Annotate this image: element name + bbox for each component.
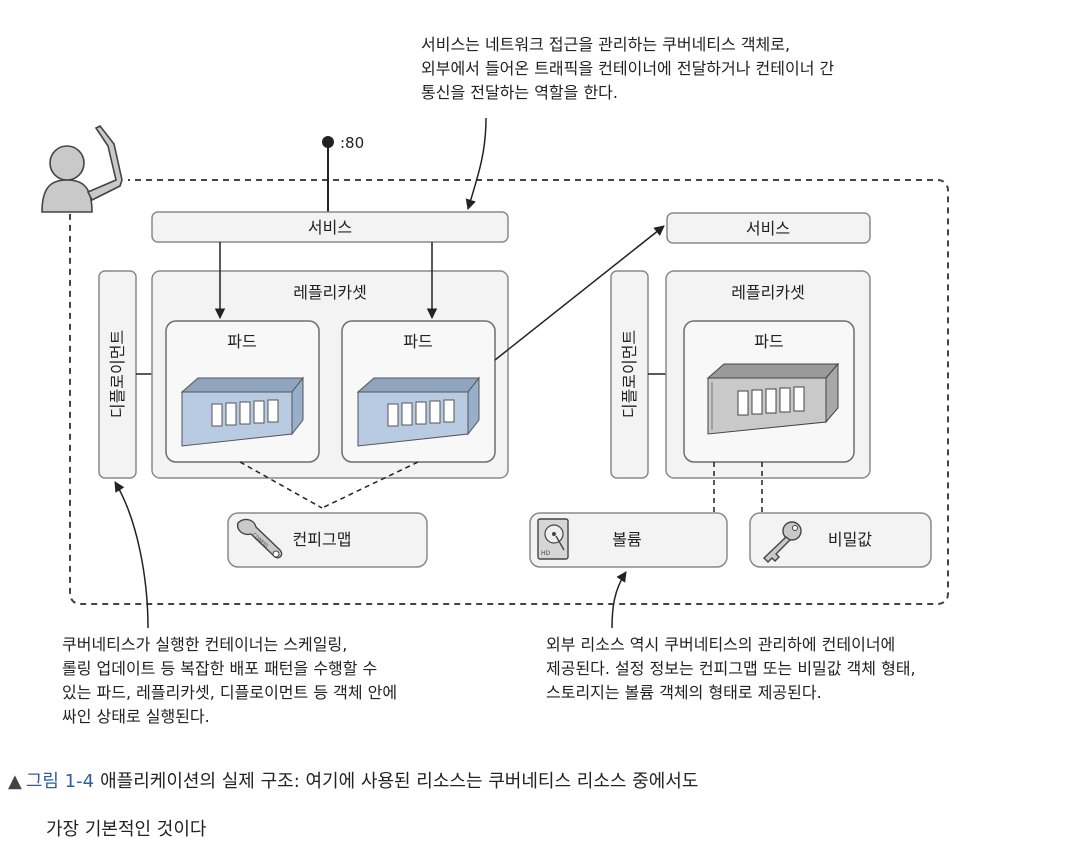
hard-drive-icon: HD xyxy=(537,518,569,560)
caption-continuation: 가장 기본적인 것이다 xyxy=(46,819,207,840)
configmap-label: 컨피그맵 xyxy=(293,530,352,549)
container-icon-2 xyxy=(356,376,481,447)
service-box-left xyxy=(151,211,509,243)
deployment-label-right: 디플로이먼트 xyxy=(620,330,639,418)
caption-text: 애플리케이션의 실제 구조: 여기에 사용된 리소스는 쿠버네티스 리소스 중에… xyxy=(100,771,699,792)
service-box-right xyxy=(666,212,871,244)
pod-to-service-arrow xyxy=(494,225,665,361)
right-note-arrow xyxy=(611,571,627,629)
volume-icon-text: HD xyxy=(541,550,551,557)
volume-label: 볼륨 xyxy=(612,530,641,549)
service-label-right: 서비스 xyxy=(746,219,790,238)
service-description-note: 서비스는 네트워크 접근을 관리하는 쿠버네티스 객체로, 외부에서 들어온 트… xyxy=(421,35,835,102)
container-icon-1 xyxy=(180,376,305,447)
pod-label-2: 파드 xyxy=(403,332,432,351)
caption-triangle-icon: ▲ xyxy=(8,771,22,792)
port-indicator: :80 xyxy=(322,134,364,212)
port-label: :80 xyxy=(340,134,364,152)
secret-label: 비밀값 xyxy=(828,530,872,549)
replicaset-label-left: 레플리카셋 xyxy=(293,283,367,302)
replicaset-label-right: 레플리카셋 xyxy=(731,283,805,302)
service-label-left: 서비스 xyxy=(308,218,352,237)
left-note-arrow xyxy=(114,481,149,629)
deployment-label-left: 디플로이먼트 xyxy=(108,330,127,418)
user-icon xyxy=(38,122,128,214)
pod-label-1: 파드 xyxy=(227,332,256,351)
volume-box xyxy=(529,512,728,568)
container-wrapping-note: 쿠버네티스가 실행한 컨테이너는 스케일링, 롤링 업데이트 등 복잡한 배포 … xyxy=(62,635,398,726)
service-note-arrow xyxy=(465,117,487,211)
key-icon xyxy=(762,521,802,563)
configmap-link-1 xyxy=(239,461,323,509)
external-resource-note: 외부 리소스 역시 쿠버네티스의 관리하에 컨테이너에 제공된다. 설정 정보는… xyxy=(546,635,916,702)
container-icon-3 xyxy=(706,362,840,435)
figure-number: 그림 1-4 xyxy=(25,771,95,792)
pod-label-3: 파드 xyxy=(754,332,783,351)
cluster-boundary xyxy=(69,179,949,605)
